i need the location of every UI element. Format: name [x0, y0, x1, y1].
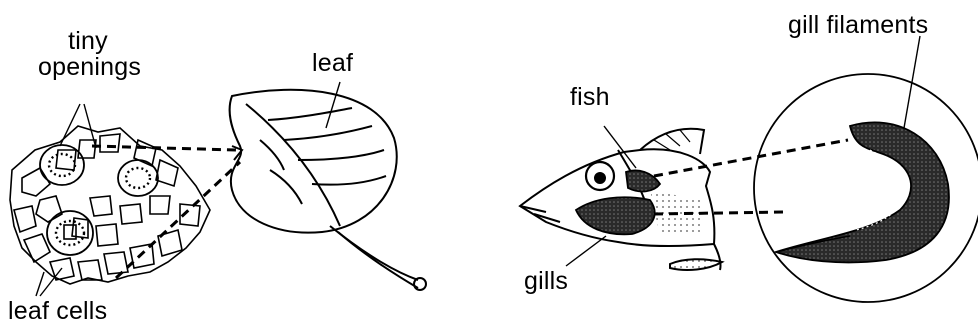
leaf-label: leaf	[312, 50, 353, 76]
gill-filaments-label: gill filaments	[788, 12, 928, 38]
leaf-cells-label: leaf cells	[8, 298, 107, 324]
leaf-zoom-lines	[92, 146, 240, 278]
leaf-drawing	[230, 82, 426, 290]
leaf-cell-cluster	[10, 126, 210, 284]
tiny-openings-label-line1: tiny	[38, 28, 138, 54]
tiny-openings-label: tiny openings	[38, 28, 138, 80]
tiny-openings-label-line2: openings	[38, 54, 138, 80]
gill-magnified	[754, 36, 978, 302]
fish-label: fish	[570, 84, 610, 110]
leaf-cluster-pointers	[36, 104, 96, 296]
gills-label: gills	[524, 268, 568, 294]
